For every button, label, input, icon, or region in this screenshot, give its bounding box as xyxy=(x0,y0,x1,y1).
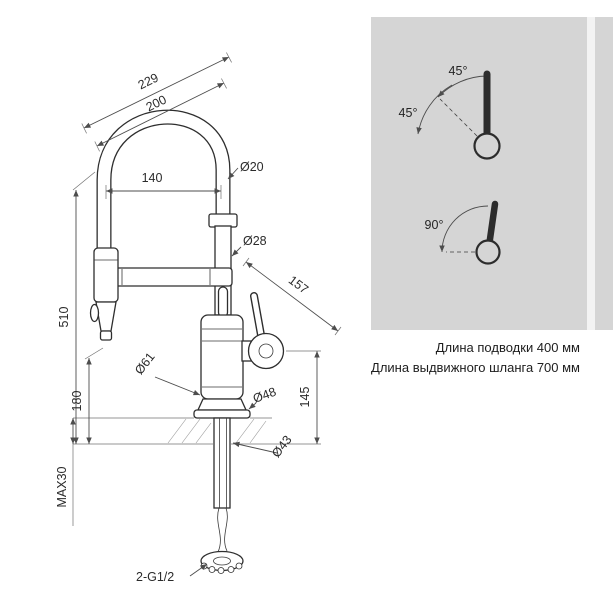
dim-label-d20: Ø20 xyxy=(240,160,264,174)
base-cone xyxy=(196,398,248,411)
dim-label-max30: MAX30 xyxy=(55,466,69,507)
dim-label-229: 229 xyxy=(136,71,161,93)
dim-label-d43: Ø43 xyxy=(269,433,295,460)
faucet-outline xyxy=(73,109,321,574)
dim-body-diameter: Ø61 xyxy=(132,350,201,396)
dim-label-d28: Ø28 xyxy=(243,234,267,248)
panel-background xyxy=(371,17,613,330)
dim-outlet-height: 180 xyxy=(70,347,104,444)
faucet-handle-90-rotation-icon: 90° xyxy=(425,200,501,265)
dim-max-deck: MAX30 xyxy=(55,418,76,526)
deck-section xyxy=(73,417,321,445)
dim-total-height: 510 xyxy=(57,171,96,444)
dim-arch-span: 140 xyxy=(105,171,222,199)
spout-arm xyxy=(109,267,233,287)
dim-label-140: 140 xyxy=(142,171,163,185)
dim-hose-diameter: Ø20 xyxy=(227,160,264,180)
mixer-body xyxy=(200,314,244,400)
note-supply-line: Длина подводки 400 мм xyxy=(436,340,580,355)
dim-handle-height: 145 xyxy=(286,350,321,444)
spray-button xyxy=(89,303,100,323)
dim-base-diameter: Ø48 xyxy=(248,385,278,410)
angle-label-top-inner: 45° xyxy=(399,106,418,120)
notes-block: Длина подводки 400 мм Длина выдвижного ш… xyxy=(371,340,580,375)
spray-head xyxy=(89,247,119,341)
faucet-handle-45-rotation-icon: 45° 45° xyxy=(399,64,501,160)
panel-highlight-stripe xyxy=(587,17,595,330)
dim-connection-thread: 2-G1/2 xyxy=(136,563,208,584)
base-plate xyxy=(193,409,251,419)
top-pin xyxy=(217,286,229,318)
rotation-panel: 45° 45° 90° xyxy=(371,17,613,330)
dim-column-diameter: Ø28 xyxy=(231,234,267,257)
shank-pipe xyxy=(213,417,231,509)
dim-label-180: 180 xyxy=(70,391,84,412)
side-handle xyxy=(241,292,285,370)
dim-label-510: 510 xyxy=(57,307,71,328)
angle-label-bottom: 90° xyxy=(425,218,444,232)
dim-shank-diameter: Ø43 xyxy=(232,433,295,460)
dim-label-145: 145 xyxy=(298,387,312,408)
angle-label-top-outer: 45° xyxy=(449,64,468,78)
dim-label-d48: Ø48 xyxy=(251,385,278,406)
dimension-annotations: 229 200 140 Ø20 Ø28 xyxy=(55,52,342,584)
dim-label-d61: Ø61 xyxy=(132,350,158,377)
supply-tails xyxy=(200,507,244,574)
dim-label-157: 157 xyxy=(286,273,311,297)
dim-label-thread: 2-G1/2 xyxy=(136,570,174,584)
spout-nut xyxy=(208,213,238,228)
note-pullout-hose: Длина выдвижного шланга 700 мм xyxy=(371,360,580,375)
